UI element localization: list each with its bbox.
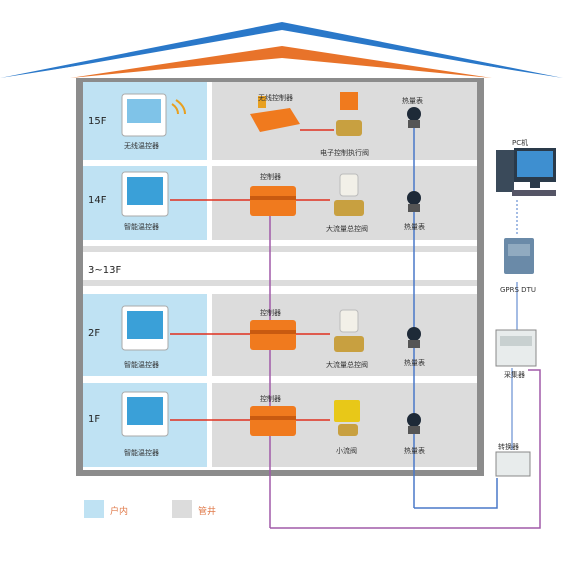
wifi-icon <box>171 99 186 115</box>
legend-label-indoor: 户内 <box>110 507 129 517</box>
gprs-modem-icon <box>504 238 534 274</box>
heat-meter-icon <box>407 413 421 434</box>
valve-icon <box>336 92 362 136</box>
controller-icon <box>250 320 296 350</box>
legend-label-shaft: 管井 <box>198 507 217 517</box>
valve-icon <box>334 173 364 216</box>
collector-label: 采集器 <box>504 371 525 379</box>
valve-icon <box>334 400 360 436</box>
thermostat-icon <box>121 305 169 351</box>
thermostat-icon <box>121 391 169 437</box>
meter-label: 热量表 <box>404 223 425 231</box>
thermostat-label: 智能温控器 <box>124 223 159 231</box>
meter-label: 热量表 <box>404 359 425 367</box>
thermostat-icon <box>121 171 169 217</box>
controller-label: 控制器 <box>260 309 281 317</box>
floor-label: 2F <box>88 328 101 339</box>
valve-label: 小流阀 <box>336 447 357 455</box>
legend-swatch-indoor <box>84 500 104 518</box>
heat-meter-icon <box>407 191 421 212</box>
valve-label: 电子控制执行阀 <box>320 149 369 157</box>
valve-label: 大流量总控阀 <box>326 225 368 233</box>
thermostat-label: 无线温控器 <box>124 142 159 150</box>
pc-icon <box>496 148 556 196</box>
heat-meter-icon <box>407 327 421 348</box>
converter-label: 转换器 <box>498 443 519 451</box>
floor-label: 14F <box>88 195 107 206</box>
legend-swatch-shaft <box>172 500 192 518</box>
controller-label: 控制器 <box>260 395 281 403</box>
pc-label: PC机 <box>512 139 529 147</box>
valve-label: 大流量总控阀 <box>326 361 368 369</box>
controller-icon <box>250 96 300 132</box>
controller-icon <box>250 186 296 216</box>
thermostat-icon <box>121 93 167 137</box>
heat-meter-icon <box>407 107 421 128</box>
roof <box>0 22 563 78</box>
meter-label: 热量表 <box>404 447 425 455</box>
floor-label: 15F <box>88 116 107 127</box>
controller-label: 无线控制器 <box>258 94 293 102</box>
floor-label: 1F <box>88 414 101 425</box>
thermostat-label: 智能温控器 <box>124 449 159 457</box>
converter-icon <box>495 451 531 477</box>
gprs-label: GPRS DTU <box>500 286 536 294</box>
meter-label: 热量表 <box>402 97 423 105</box>
controller-label: 控制器 <box>260 173 281 181</box>
thermostat-label: 智能温控器 <box>124 361 159 369</box>
floor-label: 3~13F <box>88 265 122 276</box>
collector-icon <box>495 329 537 367</box>
floor-links <box>170 129 334 421</box>
valve-icon <box>334 309 364 352</box>
controller-icon <box>250 406 296 436</box>
